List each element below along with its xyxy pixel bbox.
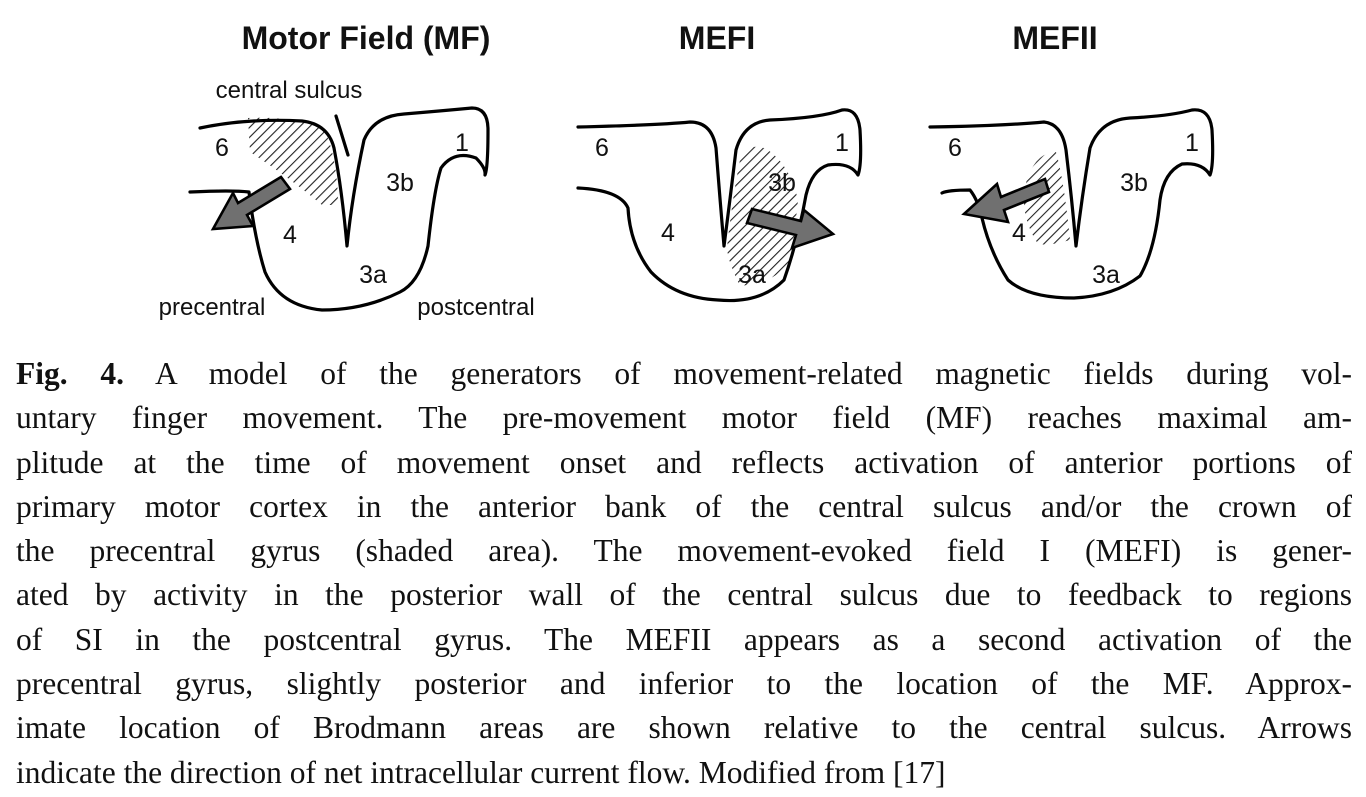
panel-mefii: MEFII 6 3b 1 4 3a: [928, 20, 1215, 300]
label-area-3b-mf: 3b: [386, 169, 414, 197]
caption-line: primary motor cortex in the anterior ban…: [16, 488, 1352, 524]
shaded-area-mf: [248, 117, 338, 205]
current-arrow-mefii: [961, 177, 1051, 224]
label-area-3b-mefi: 3b: [768, 169, 796, 197]
panel-title-mf: Motor Field (MF): [242, 20, 491, 56]
label-area-6-mf: 6: [215, 134, 229, 162]
label-area-3a-mf: 3a: [359, 261, 387, 289]
caption-line: Fig. 4. A model of the generators of mov…: [16, 352, 1352, 396]
label-area-1-mefii: 1: [1185, 129, 1199, 157]
label-area-4-mefi: 4: [661, 219, 675, 247]
label-precentral: precentral: [159, 294, 266, 321]
label-postcentral: postcentral: [417, 294, 534, 321]
current-arrow-mf: [210, 175, 292, 231]
label-area-3a-mefii: 3a: [1092, 261, 1120, 289]
current-arrow-mefi: [745, 207, 836, 251]
cortex-outline-mefi: [576, 108, 863, 303]
caption-line: indicate the direction of net intracellu…: [16, 754, 946, 790]
caption-line: of SI in the postcentral gyrus. The MEFI…: [16, 621, 1352, 657]
label-area-3b-mefii: 3b: [1120, 169, 1148, 197]
label-area-6-mefi: 6: [595, 134, 609, 162]
central-sulcus-pointer: [334, 114, 350, 157]
label-area-4-mf: 4: [283, 221, 297, 249]
caption-line: precentral gyrus, slightly posterior and…: [16, 666, 1352, 702]
panel-mefi: MEFI 6 3b 1 4 3a: [576, 20, 863, 303]
label-area-1-mefi: 1: [835, 129, 849, 157]
caption-line: untary finger movement. The pre-movement…: [16, 400, 1352, 436]
caption-line: plitude at the time of movement onset an…: [16, 444, 1352, 480]
shaded-area-mefii: [1024, 152, 1070, 245]
label-area-4-mefii: 4: [1012, 219, 1026, 247]
panel-title-mefi: MEFI: [679, 20, 755, 56]
label-area-6-mefii: 6: [948, 134, 962, 162]
panel-title-mefii: MEFII: [1012, 20, 1097, 56]
label-area-3a-mefi: 3a: [738, 261, 766, 289]
caption-line: imate location of Brodmann areas are sho…: [16, 710, 1352, 746]
caption-line-text: A model of the generators of movement-re…: [124, 356, 1352, 391]
label-area-1-mf: 1: [455, 129, 469, 157]
figure: Motor Field (MF) central sulcus 6 3b 1 4…: [0, 0, 1366, 340]
label-central-sulcus: central sulcus: [216, 77, 363, 104]
cortex-outline-mf: [188, 106, 490, 312]
figure-caption: Fig. 4. A model of the generators of mov…: [16, 352, 1352, 795]
panel-mf: Motor Field (MF) central sulcus 6 3b 1 4…: [159, 20, 535, 321]
cortex-outline-mefii: [928, 108, 1215, 300]
caption-line: ated by activity in the posterior wall o…: [16, 577, 1352, 613]
caption-line: the precentral gyrus (shaded area). The …: [16, 533, 1352, 569]
figure-label: Fig. 4.: [16, 356, 124, 391]
